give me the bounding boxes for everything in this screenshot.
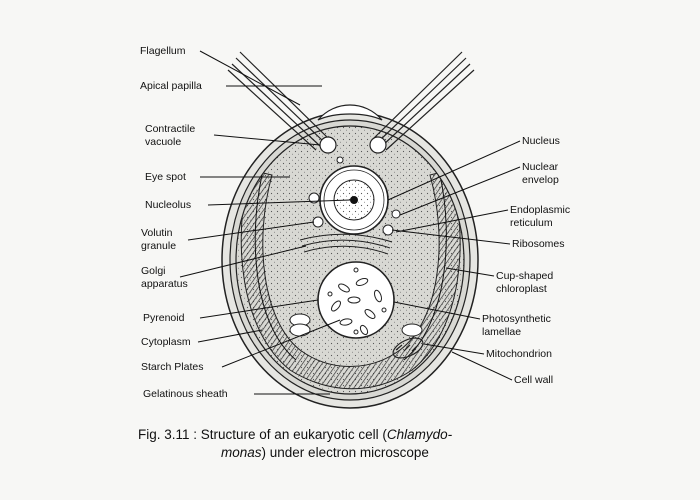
label-reticulum: reticulum: [510, 217, 553, 229]
label-starch-plates: Starch Plates: [141, 361, 203, 373]
figure-caption: Fig. 3.11 : Structure of an eukaryotic c…: [138, 426, 598, 462]
label-ribosomes: Ribosomes: [512, 238, 565, 250]
leader-lines: [179, 50, 521, 395]
label-nucleus: Nucleus: [522, 135, 560, 147]
label-vacuole: vacuole: [145, 136, 181, 148]
label-mitochondrion: Mitochondrion: [486, 348, 552, 360]
label-flagellum: Flagellum: [140, 45, 186, 57]
label-contractile: Contractile: [145, 123, 195, 135]
pyrenoid: [317, 261, 395, 339]
label-nuclear: Nuclear: [522, 161, 559, 173]
chlamydomonas-diagram: Flagellum Apical papilla Contractile vac…: [140, 45, 570, 409]
label-cell-wall: Cell wall: [514, 374, 553, 386]
caption-suffix: ) under electron microscope: [261, 445, 429, 460]
label-envelop: envelop: [522, 174, 559, 186]
label-golgi: Golgi: [141, 265, 166, 277]
label-granule: granule: [141, 240, 176, 252]
nucleus: [319, 165, 389, 235]
label-eye-spot: Eye spot: [145, 171, 186, 183]
flagella: [227, 51, 475, 151]
label-chloroplast: chloroplast: [496, 283, 547, 295]
label-volutin: Volutin: [141, 227, 173, 239]
label-apical-papilla: Apical papilla: [140, 80, 202, 92]
label-lamellae: lamellae: [482, 326, 521, 338]
caption-italic-1: Chlamydo-: [386, 427, 453, 442]
label-cytoplasm: Cytoplasm: [141, 336, 191, 348]
caption-italic-2: monas: [221, 445, 262, 460]
label-apparatus: apparatus: [141, 278, 188, 290]
left-labels: Flagellum Apical papilla Contractile vac…: [140, 45, 228, 400]
label-pyrenoid: Pyrenoid: [143, 312, 185, 324]
label-cup-shaped: Cup-shaped: [496, 270, 553, 282]
cell-body: [221, 51, 479, 409]
label-photosynthetic: Photosynthetic: [482, 313, 551, 325]
label-nucleolus: Nucleolus: [145, 199, 191, 211]
caption-prefix: Fig. 3.11 : Structure of an eukaryotic c…: [138, 427, 387, 442]
golgi: [299, 233, 393, 255]
label-endoplasmic: Endoplasmic: [510, 204, 570, 216]
right-labels: Nucleus Nuclear envelop Endoplasmic reti…: [482, 135, 570, 386]
mitochondria: [392, 337, 424, 359]
label-gelatinous-sheath: Gelatinous sheath: [143, 388, 228, 400]
